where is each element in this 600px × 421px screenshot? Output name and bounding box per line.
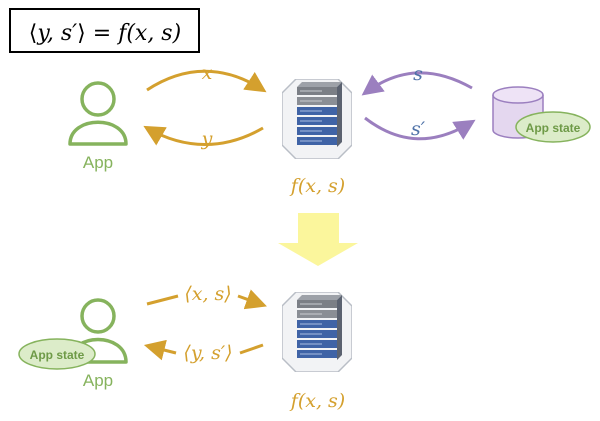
top-server-label: f(x, s) xyxy=(289,175,345,197)
bottom-request-arrow-tail xyxy=(146,294,179,306)
state-in-arrow xyxy=(361,71,473,96)
bottom-state-badge-text: App state xyxy=(30,348,85,362)
bottom-request-arrow-head xyxy=(237,289,267,310)
top-response-label: y xyxy=(201,128,213,150)
state-out-arrow xyxy=(364,116,476,141)
top-response-arrow xyxy=(143,125,264,146)
top-server-icon xyxy=(282,79,352,159)
top-request-arrow xyxy=(146,69,267,93)
bottom-server-label: f(x, s) xyxy=(289,390,345,412)
bottom-server-icon xyxy=(282,292,352,372)
transform-down-arrow xyxy=(278,213,358,266)
top-app-user-icon xyxy=(68,81,128,146)
bottom-app-label: App xyxy=(83,371,113,390)
bottom-response-label: ⟨y, s′⟩ xyxy=(183,342,232,364)
bottom-response-arrow-tail xyxy=(239,343,264,355)
bottom-state-badge: App state xyxy=(18,338,96,370)
bottom-request-label: ⟨x, s⟩ xyxy=(184,283,231,305)
formula-text: ⟨y, s′⟩ = f(x, s) xyxy=(29,21,181,46)
state-in-label: s xyxy=(413,63,423,85)
top-state-badge-text: App state xyxy=(526,121,581,135)
top-request-label: x xyxy=(202,62,213,84)
state-out-label: s′ xyxy=(411,118,426,140)
top-state-badge: App state xyxy=(515,111,591,143)
formula-box: ⟨y, s′⟩ = f(x, s) xyxy=(9,8,200,53)
top-app-label: App xyxy=(83,153,113,172)
bottom-response-arrow-head xyxy=(143,339,177,361)
